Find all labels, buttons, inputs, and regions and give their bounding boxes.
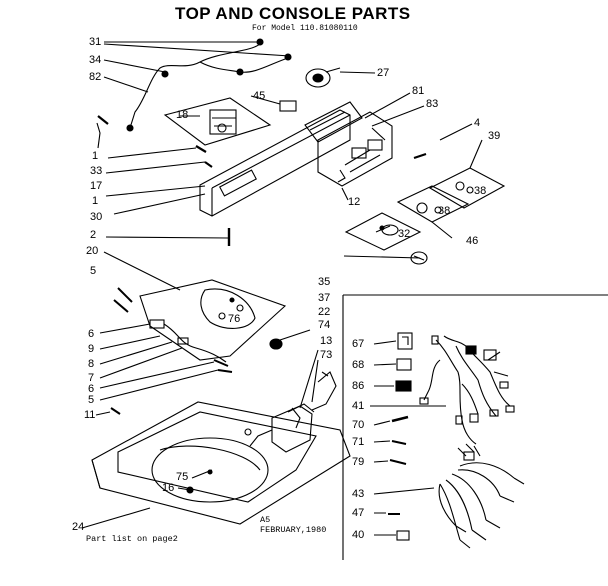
callout-27: 27 bbox=[377, 67, 390, 79]
callout-79: 79 bbox=[352, 456, 365, 468]
callout-40: 40 bbox=[352, 529, 365, 541]
callout-16: 16 bbox=[162, 482, 175, 494]
callout-5: 5 bbox=[90, 265, 97, 277]
callout-43: 43 bbox=[352, 488, 365, 500]
revision-date: FEBRUARY,1980 bbox=[260, 525, 327, 535]
part-list-note: Part list on page2 bbox=[86, 534, 178, 544]
callout-76: 76 bbox=[228, 313, 241, 325]
callout-2: 2 bbox=[90, 229, 97, 241]
callout-70: 70 bbox=[352, 419, 365, 431]
lid-switch-assembly bbox=[249, 371, 337, 453]
sheet-number: A5 bbox=[260, 515, 271, 525]
callout-22: 22 bbox=[318, 306, 331, 318]
callout-67: 67 bbox=[352, 338, 365, 350]
callout-83: 83 bbox=[426, 98, 439, 110]
callout-33: 33 bbox=[90, 165, 103, 177]
callout-75: 75 bbox=[176, 471, 189, 483]
callout-45: 45 bbox=[253, 90, 266, 102]
callout-82: 82 bbox=[89, 71, 102, 83]
callout-12: 12 bbox=[348, 196, 361, 208]
callout-6-second: 6 bbox=[88, 383, 95, 395]
secondary-wire-harness bbox=[438, 443, 525, 549]
callout-41: 41 bbox=[352, 400, 365, 412]
callout-35: 35 bbox=[318, 276, 331, 288]
callout-17: 17 bbox=[90, 180, 103, 192]
callout-47: 47 bbox=[352, 507, 365, 519]
callout-7: 7 bbox=[88, 372, 95, 384]
callout-31: 31 bbox=[89, 36, 102, 48]
callout-32: 32 bbox=[398, 228, 411, 240]
page-title: TOP AND CONSOLE PARTS bbox=[175, 4, 411, 23]
callout-9: 9 bbox=[88, 343, 95, 355]
callout-86: 86 bbox=[352, 380, 365, 392]
callout-1: 1 bbox=[92, 150, 99, 162]
callout-73: 73 bbox=[320, 349, 333, 361]
control-housing bbox=[317, 111, 393, 187]
timer-part bbox=[305, 67, 341, 88]
model-number: For Model 110.81080110 bbox=[252, 24, 358, 33]
callout-68: 68 bbox=[352, 359, 365, 371]
callout-6: 6 bbox=[88, 328, 95, 340]
callout-38-second: 38 bbox=[438, 205, 451, 217]
wiring-inset-box bbox=[342, 294, 608, 560]
callout-46: 46 bbox=[466, 235, 479, 247]
callout-39: 39 bbox=[488, 130, 501, 142]
callout-24: 24 bbox=[72, 521, 85, 533]
washer-top bbox=[91, 401, 351, 525]
callout-11: 11 bbox=[84, 409, 96, 421]
callout-74: 74 bbox=[318, 319, 331, 331]
callout-34: 34 bbox=[89, 54, 102, 66]
callout-1-second: 1 bbox=[92, 195, 99, 207]
callout-4: 4 bbox=[474, 117, 481, 129]
callout-13: 13 bbox=[320, 335, 333, 347]
callout-37: 37 bbox=[318, 292, 331, 304]
switch-panel bbox=[428, 167, 506, 209]
callout-38: 38 bbox=[474, 185, 487, 197]
top-wire-harness bbox=[129, 43, 261, 129]
callout-71: 71 bbox=[352, 436, 365, 448]
callout-5-second: 5 bbox=[88, 394, 95, 406]
callout-81: 81 bbox=[412, 85, 425, 97]
callout-18: 18 bbox=[176, 109, 189, 121]
console-panel bbox=[199, 101, 363, 217]
callout-30: 30 bbox=[90, 211, 103, 223]
timer-bracket bbox=[163, 97, 272, 146]
callout-20: 20 bbox=[86, 245, 99, 257]
callout-8: 8 bbox=[88, 358, 95, 370]
main-wire-harness bbox=[419, 335, 515, 445]
